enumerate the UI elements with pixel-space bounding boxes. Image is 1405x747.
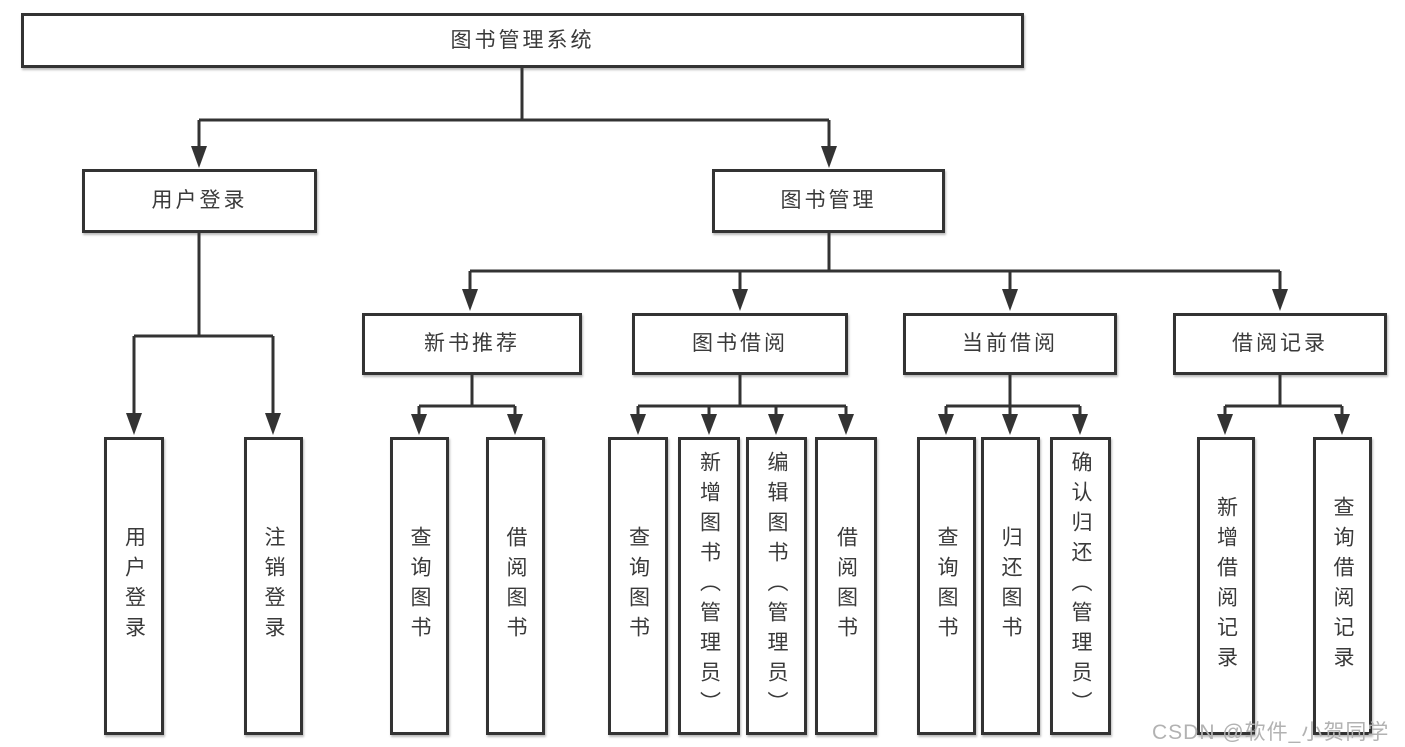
arrowhead-icon [265, 413, 281, 435]
arrowhead-icon [1002, 414, 1018, 435]
node-current-borrowing: 当前借阅 [903, 313, 1117, 375]
node-label: 查询图书 [935, 526, 958, 646]
node-leaf-return-book: 归还图书 [981, 437, 1040, 735]
node-label: 查询图书 [626, 526, 650, 646]
node-leaf-query-books-recommend: 查询图书 [390, 437, 449, 735]
connector-paths [132, 68, 1344, 416]
node-label: 新书推荐 [424, 332, 520, 356]
node-leaf-add-borrow-record: 新增借阅记录 [1197, 437, 1255, 735]
watermark: CSDN @软件_小贺同学 [1152, 721, 1390, 744]
node-new-book-recommend: 新书推荐 [362, 313, 582, 375]
node-leaf-query-books-current: 查询图书 [917, 437, 976, 735]
arrowhead-icon [701, 414, 717, 435]
node-label: 新增借阅记录 [1214, 496, 1238, 676]
arrowhead-icon [1272, 289, 1288, 311]
node-leaf-borrow-books-recommend: 借阅图书 [486, 437, 545, 735]
node-label: 查询图书 [408, 526, 431, 646]
arrowhead-icon [732, 289, 748, 311]
arrowhead-icon [1072, 414, 1088, 435]
node-leaf-add-book-admin: 新增图书（管理员） [678, 437, 740, 735]
arrowhead-icon [821, 146, 837, 168]
node-label: 借阅记录 [1232, 332, 1328, 356]
node-label: 当前借阅 [962, 332, 1058, 356]
node-library-system: 图书管理系统 [21, 13, 1024, 68]
arrowhead-icon [938, 414, 954, 435]
node-label: 图书管理系统 [450, 28, 595, 52]
node-label: 注销登录 [262, 526, 285, 646]
node-label: 归还图书 [999, 526, 1022, 646]
node-label: 新增图书（管理员） [697, 451, 721, 721]
node-label: 图书管理 [780, 189, 877, 213]
node-label: 查询借阅记录 [1331, 496, 1354, 676]
node-leaf-user-login: 用户登录 [104, 437, 164, 735]
node-leaf-query-books-borrow: 查询图书 [608, 437, 668, 735]
node-user-login: 用户登录 [82, 169, 317, 233]
node-borrowing-records: 借阅记录 [1173, 313, 1387, 375]
arrowhead-icon [1334, 414, 1350, 435]
arrowhead-icon [630, 414, 646, 435]
node-leaf-query-borrow-record: 查询借阅记录 [1313, 437, 1372, 735]
node-label: 用户登录 [151, 189, 248, 213]
node-leaf-edit-book-admin: 编辑图书（管理员） [746, 437, 807, 735]
node-book-management: 图书管理 [712, 169, 945, 233]
node-label: 编辑图书（管理员） [765, 451, 788, 721]
node-leaf-logout: 注销登录 [244, 437, 303, 735]
arrowhead-icon [768, 414, 784, 435]
arrowheads [126, 146, 1350, 435]
arrowhead-icon [1217, 414, 1233, 435]
arrowhead-icon [1002, 289, 1018, 311]
node-leaf-confirm-return-admin: 确认归还（管理员） [1050, 437, 1111, 735]
node-label: 图书借阅 [692, 332, 788, 356]
arrowhead-icon [462, 289, 478, 311]
node-label: 确认归还（管理员） [1069, 451, 1092, 721]
node-label: 借阅图书 [504, 526, 527, 646]
node-leaf-borrow-books: 借阅图书 [815, 437, 877, 735]
arrowhead-icon [838, 414, 854, 435]
node-label: 用户登录 [122, 526, 146, 646]
arrowhead-icon [126, 413, 142, 435]
arrowhead-icon [191, 146, 207, 168]
arrowhead-icon [507, 414, 523, 435]
node-book-borrowing: 图书借阅 [632, 313, 848, 375]
node-label: 借阅图书 [834, 526, 858, 646]
arrowhead-icon [411, 414, 427, 435]
